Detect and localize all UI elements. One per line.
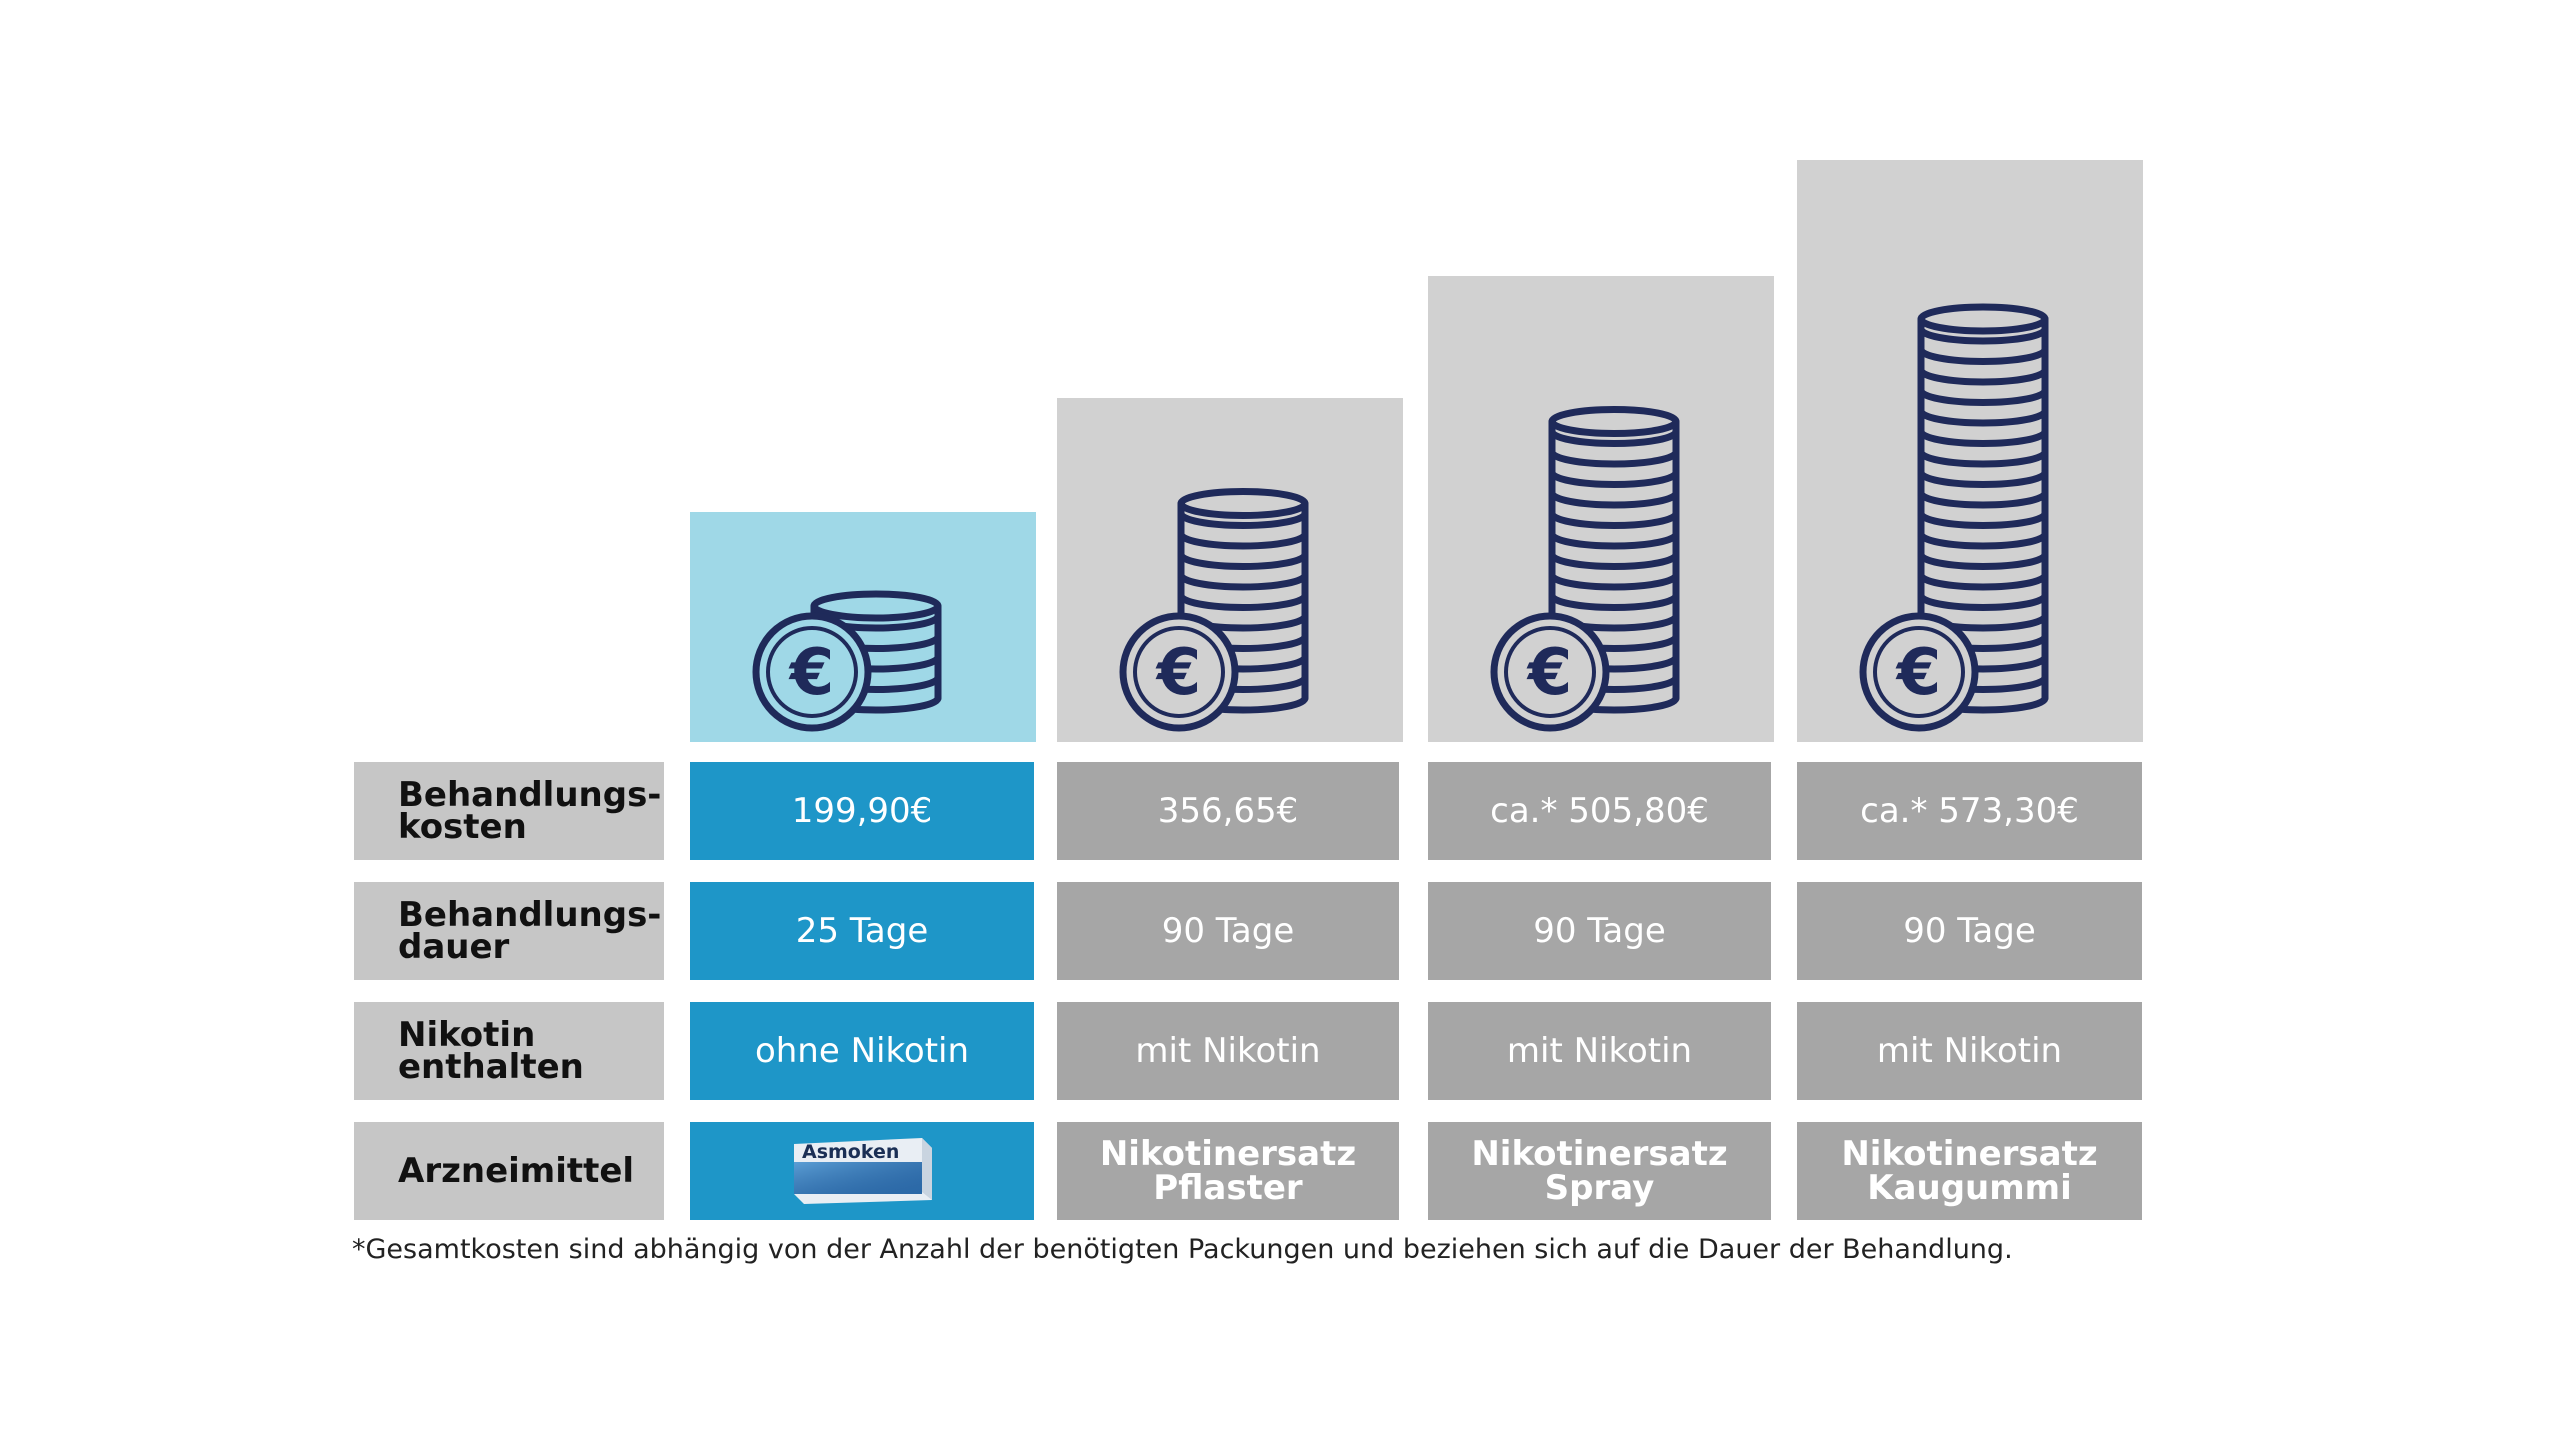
coin-edge <box>1917 469 2049 488</box>
coin-edge <box>1548 428 1680 447</box>
row-label-behandlungskosten: Behandlungs- kosten <box>354 762 664 860</box>
coin-top <box>1548 406 1680 437</box>
coin-edge <box>1177 592 1309 611</box>
asmoken-package-label: Asmoken <box>802 1141 899 1163</box>
coin-edge <box>1177 571 1309 591</box>
coin-edge <box>1177 551 1309 570</box>
nicotine-cell-asmoken: ohne Nikotin <box>690 1002 1034 1100</box>
coin-edge <box>1177 530 1309 550</box>
coin-panel-pflaster: € <box>1057 398 1403 742</box>
euro-coin <box>1119 612 1239 732</box>
nicotine-cell-spray: mit Nikotin <box>1428 1002 1771 1100</box>
medicine-cell-asmoken: Asmoken <box>690 1122 1034 1220</box>
euro-symbol: € <box>1155 636 1202 710</box>
coin-stack-icon: € <box>1490 406 1680 732</box>
coin-edge <box>1548 448 1680 468</box>
euro-symbol: € <box>1526 636 1573 710</box>
nicotine-cell-kaugummi: mit Nikotin <box>1797 1002 2142 1100</box>
duration-cell-pflaster: 90 Tage <box>1057 882 1399 980</box>
coin-edge <box>1917 530 2049 550</box>
cost-cell-spray: ca.* 505,80€ <box>1428 762 1771 860</box>
duration-cell-asmoken: 25 Tage <box>690 882 1034 980</box>
coin-edge <box>1917 592 2049 611</box>
euro-coin <box>1490 612 1610 732</box>
coin-edge <box>1917 387 2049 406</box>
coin-edge <box>1917 428 2049 447</box>
coin-edge <box>1917 448 2049 468</box>
coin-edge <box>1917 551 2049 570</box>
cost-cell-pflaster: 356,65€ <box>1057 762 1399 860</box>
coin-stack-icon: € <box>1859 303 2049 732</box>
medicine-cell-pflaster: Nikotinersatz Pflaster <box>1057 1122 1399 1220</box>
coin-top <box>1177 488 1309 519</box>
euro-symbol: € <box>788 636 835 710</box>
cost-cell-kaugummi: ca.* 573,30€ <box>1797 762 2142 860</box>
row-label-arzneimittel: Arzneimittel <box>354 1122 664 1220</box>
coin-edge <box>1917 510 2049 529</box>
coin-edge <box>1917 489 2049 509</box>
coin-edge <box>1548 530 1680 550</box>
coin-panel-asmoken: € <box>690 512 1036 742</box>
coin-edge <box>1177 510 1309 529</box>
coin-edge <box>1917 407 2049 427</box>
coin-stack-icon: € <box>752 590 942 732</box>
euro-coin <box>1859 612 1979 732</box>
coin-edge <box>1917 366 2049 386</box>
duration-cell-kaugummi: 90 Tage <box>1797 882 2142 980</box>
coin-top <box>810 590 942 622</box>
coin-stack-icon: € <box>1119 488 1309 732</box>
coin-edge <box>1548 592 1680 611</box>
duration-cell-spray: 90 Tage <box>1428 882 1771 980</box>
cost-cell-asmoken: 199,90€ <box>690 762 1034 860</box>
coin-edge <box>1917 325 2049 345</box>
medicine-cell-spray: Nikotinersatz Spray <box>1428 1122 1771 1220</box>
asmoken-package-image: Asmoken <box>788 1134 936 1206</box>
coin-edge <box>1917 346 2049 365</box>
nicotine-cell-pflaster: mit Nikotin <box>1057 1002 1399 1100</box>
coin-edge <box>1548 551 1680 570</box>
coin-edge <box>1548 571 1680 591</box>
footnote: *Gesamtkosten sind abhängig von der Anza… <box>352 1234 2013 1265</box>
euro-symbol: € <box>1895 636 1942 710</box>
row-label-behandlungsdauer: Behandlungs- dauer <box>354 882 664 980</box>
coin-edge <box>1548 469 1680 488</box>
row-label-nikotin-enthalten: Nikotin enthalten <box>354 1002 664 1100</box>
coin-edge <box>1548 510 1680 529</box>
euro-coin <box>752 612 872 732</box>
coin-top <box>1917 303 2049 335</box>
coin-edge <box>1917 571 2049 591</box>
medicine-cell-kaugummi: Nikotinersatz Kaugummi <box>1797 1122 2142 1220</box>
coin-panel-spray: € <box>1428 276 1774 742</box>
coin-panel-kaugummi: € <box>1797 160 2143 742</box>
coin-edge <box>1548 489 1680 509</box>
